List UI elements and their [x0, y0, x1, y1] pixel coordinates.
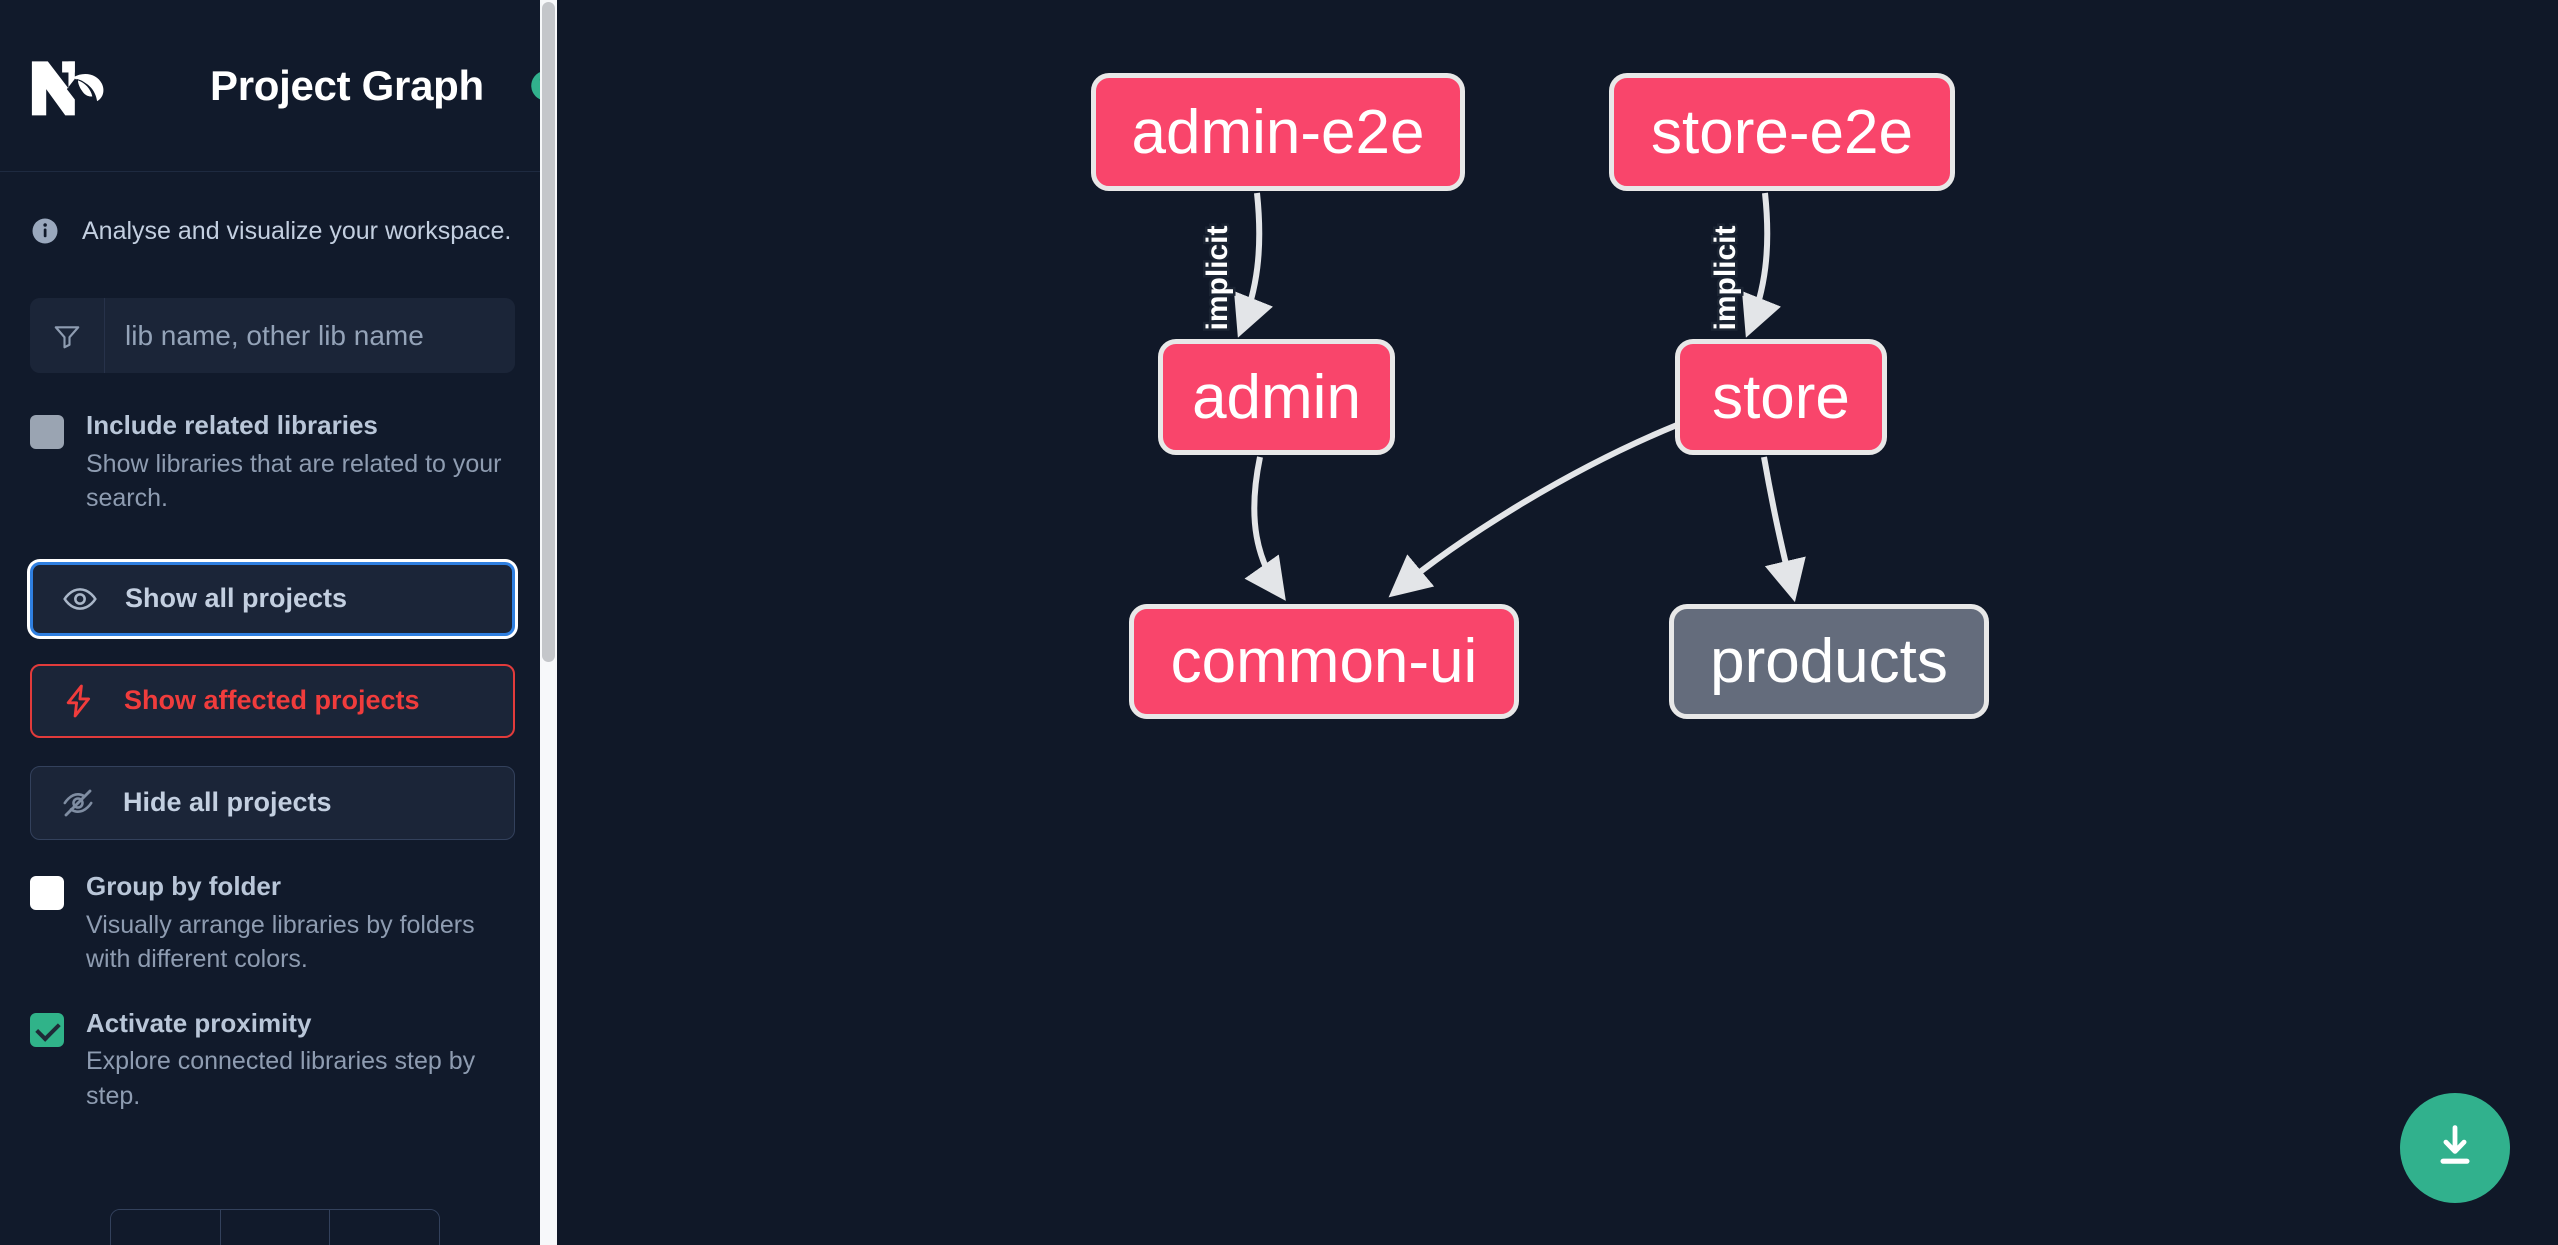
checkbox-row-group-by-folder[interactable]: Group by folder Visually arrange librari… — [0, 870, 545, 977]
workspace-tagline: Analyse and visualize your workspace. — [0, 172, 545, 246]
show-all-projects-button[interactable]: Show all projects — [30, 561, 515, 636]
activate-proximity-label: Activate proximity — [86, 1007, 312, 1038]
graph-node-common-ui[interactable]: common-ui — [1129, 604, 1519, 719]
graph-node-admin[interactable]: admin — [1158, 339, 1395, 455]
show-affected-projects-label: Show affected projects — [124, 685, 420, 716]
page-title: Project Graph — [210, 61, 484, 109]
show-affected-projects-button[interactable]: Show affected projects — [30, 663, 515, 738]
edge-label-implicit-store: implicit — [1709, 225, 1742, 330]
info-icon — [30, 216, 60, 246]
segmented-option-1[interactable] — [111, 1210, 221, 1245]
edge-admin-e2e-to-admin — [1233, 192, 1273, 338]
search-input[interactable] — [105, 298, 515, 373]
download-icon — [2429, 1120, 2481, 1177]
segmented-option-3[interactable] — [330, 1210, 439, 1245]
activate-proximity-description: Explore connected libraries step by step… — [86, 1047, 476, 1110]
eye-icon — [61, 580, 99, 618]
segmented-option-2[interactable] — [220, 1210, 331, 1245]
graph-node-label: admin-e2e — [1131, 97, 1425, 167]
graph-node-label: admin — [1192, 362, 1361, 432]
graph-node-store[interactable]: store — [1675, 339, 1887, 455]
checkbox-row-include-related-libraries[interactable]: Include related libraries Show libraries… — [0, 409, 545, 516]
projects-button-group: Show all projects Show affected projects — [0, 561, 545, 840]
group-by-folder-checkbox[interactable] — [30, 875, 64, 910]
group-by-folder-description: Visually arrange libraries by folders wi… — [86, 910, 475, 974]
include-related-libraries-description: Show libraries that are related to your … — [86, 449, 502, 513]
include-related-libraries-checkbox[interactable] — [30, 415, 64, 449]
hide-all-projects-button[interactable]: Hide all projects — [30, 765, 515, 840]
hide-all-projects-label: Hide all projects — [123, 787, 332, 818]
funnel-icon — [30, 298, 105, 373]
graph-node-label: common-ui — [1170, 627, 1478, 696]
sidebar-header: Project Graph — [0, 0, 557, 172]
checkbox-row-activate-proximity[interactable]: Activate proximity Explore connected lib… — [0, 1007, 545, 1114]
lightning-bolt-icon — [60, 682, 98, 720]
eye-off-icon — [59, 784, 97, 822]
graph-node-products[interactable]: products — [1669, 604, 1989, 719]
graph-edges: implicit implicit — [1199, 192, 1806, 603]
edge-store-to-products — [1761, 456, 1806, 603]
sidebar: Project Graph Analyse and visualize yo — [0, 0, 557, 1245]
sidebar-scrollbar[interactable] — [540, 0, 557, 1245]
graph-node-label: products — [1710, 627, 1948, 696]
graph-canvas[interactable]: implicit implicit admin-e2e store-e2e ad… — [557, 0, 2558, 1245]
tagline-text: Analyse and visualize your workspace. — [82, 216, 512, 245]
proximity-step-segmented-control[interactable] — [110, 1209, 440, 1245]
include-related-libraries-label: Include related libraries — [86, 410, 378, 440]
edge-store-to-common-ui — [1388, 422, 1679, 598]
graph-node-admin-e2e[interactable]: admin-e2e — [1091, 73, 1465, 191]
show-all-projects-label: Show all projects — [125, 583, 348, 614]
sidebar-content: Project Graph Analyse and visualize yo — [0, 0, 557, 1245]
nx-logo-icon — [30, 55, 126, 117]
download-graph-button[interactable] — [2400, 1093, 2510, 1203]
filter-field[interactable] — [30, 298, 515, 373]
group-by-folder-label: Group by folder — [86, 870, 281, 901]
edge-admin-to-common-ui — [1244, 456, 1286, 601]
sidebar-scrollbar-thumb[interactable] — [542, 2, 555, 662]
graph-node-store-e2e[interactable]: store-e2e — [1609, 73, 1955, 191]
edge-store-e2e-to-store — [1741, 192, 1781, 338]
edge-label-implicit-admin: implicit — [1201, 225, 1234, 330]
activate-proximity-checkbox[interactable] — [30, 1012, 64, 1047]
graph-node-label: store — [1712, 362, 1850, 432]
graph-node-label: store-e2e — [1651, 97, 1913, 167]
